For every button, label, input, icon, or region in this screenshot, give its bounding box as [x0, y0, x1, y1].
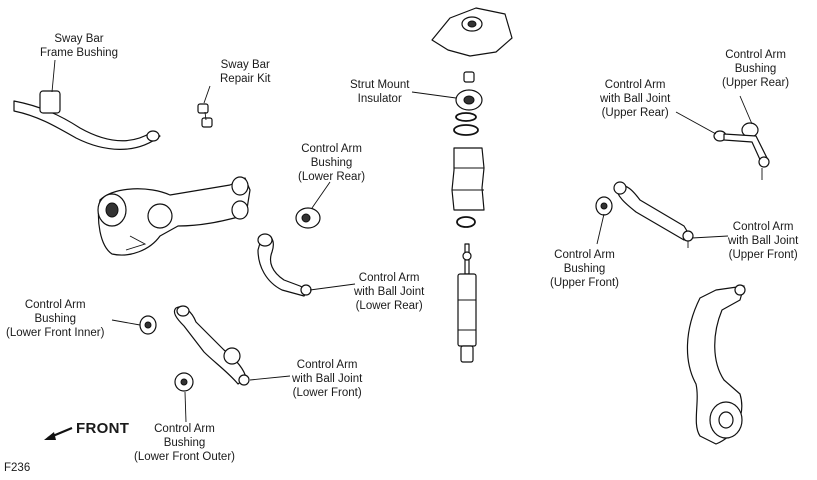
- label-ca-bushing-upper-front: Control Arm Bushing (Upper Front): [550, 249, 620, 289]
- control-arm-lower-rear: [257, 233, 312, 297]
- sway-bar-repair-kit: [197, 103, 213, 128]
- label-strut-mount-insulator: Strut Mount Insulator: [350, 79, 410, 105]
- figure-code: F236: [4, 462, 31, 474]
- control-arm-upper-front: [595, 181, 694, 248]
- subframe: [97, 176, 251, 256]
- strut-stack: [451, 71, 485, 228]
- label-ca-bj-upper-rear: Control Arm with Ball Joint (Upper Rear): [600, 79, 671, 119]
- label-ca-bj-lower-rear: Control Arm with Ball Joint (Lower Rear): [354, 272, 425, 312]
- label-ca-bj-lower-front: Control Arm with Ball Joint (Lower Front…: [292, 359, 363, 399]
- label-ca-bushing-lower-front-outer: Control Arm Bushing (Lower Front Outer): [134, 423, 235, 463]
- label-sway-bar-repair-kit: Sway Bar Repair Kit: [220, 59, 271, 85]
- front-arrow-icon: [44, 426, 73, 440]
- bushing-lower-front-outer: [174, 372, 194, 392]
- bushing-lower-front-inner: [139, 315, 157, 335]
- front-direction-label: FRONT: [76, 420, 130, 437]
- sway-bar: [13, 90, 161, 150]
- label-ca-bushing-lower-rear: Control Arm Bushing (Lower Rear): [298, 143, 366, 183]
- label-ca-bj-upper-front: Control Arm with Ball Joint (Upper Front…: [728, 221, 799, 261]
- strut: [457, 243, 477, 363]
- bushing-lower-rear: [295, 207, 321, 229]
- steering-knuckle: [686, 284, 746, 445]
- label-ca-bushing-lower-front-inner: Control Arm Bushing (Lower Front Inner): [6, 299, 105, 339]
- label-ca-bushing-upper-rear: Control Arm Bushing (Upper Rear): [722, 49, 790, 89]
- control-arm-upper-rear: [713, 122, 770, 180]
- strut-mount: [431, 7, 513, 57]
- label-sway-bar-frame-bushing: Sway Bar Frame Bushing: [40, 33, 118, 59]
- control-arm-lower-front: [173, 305, 250, 386]
- leader-lines: [51, 59, 753, 423]
